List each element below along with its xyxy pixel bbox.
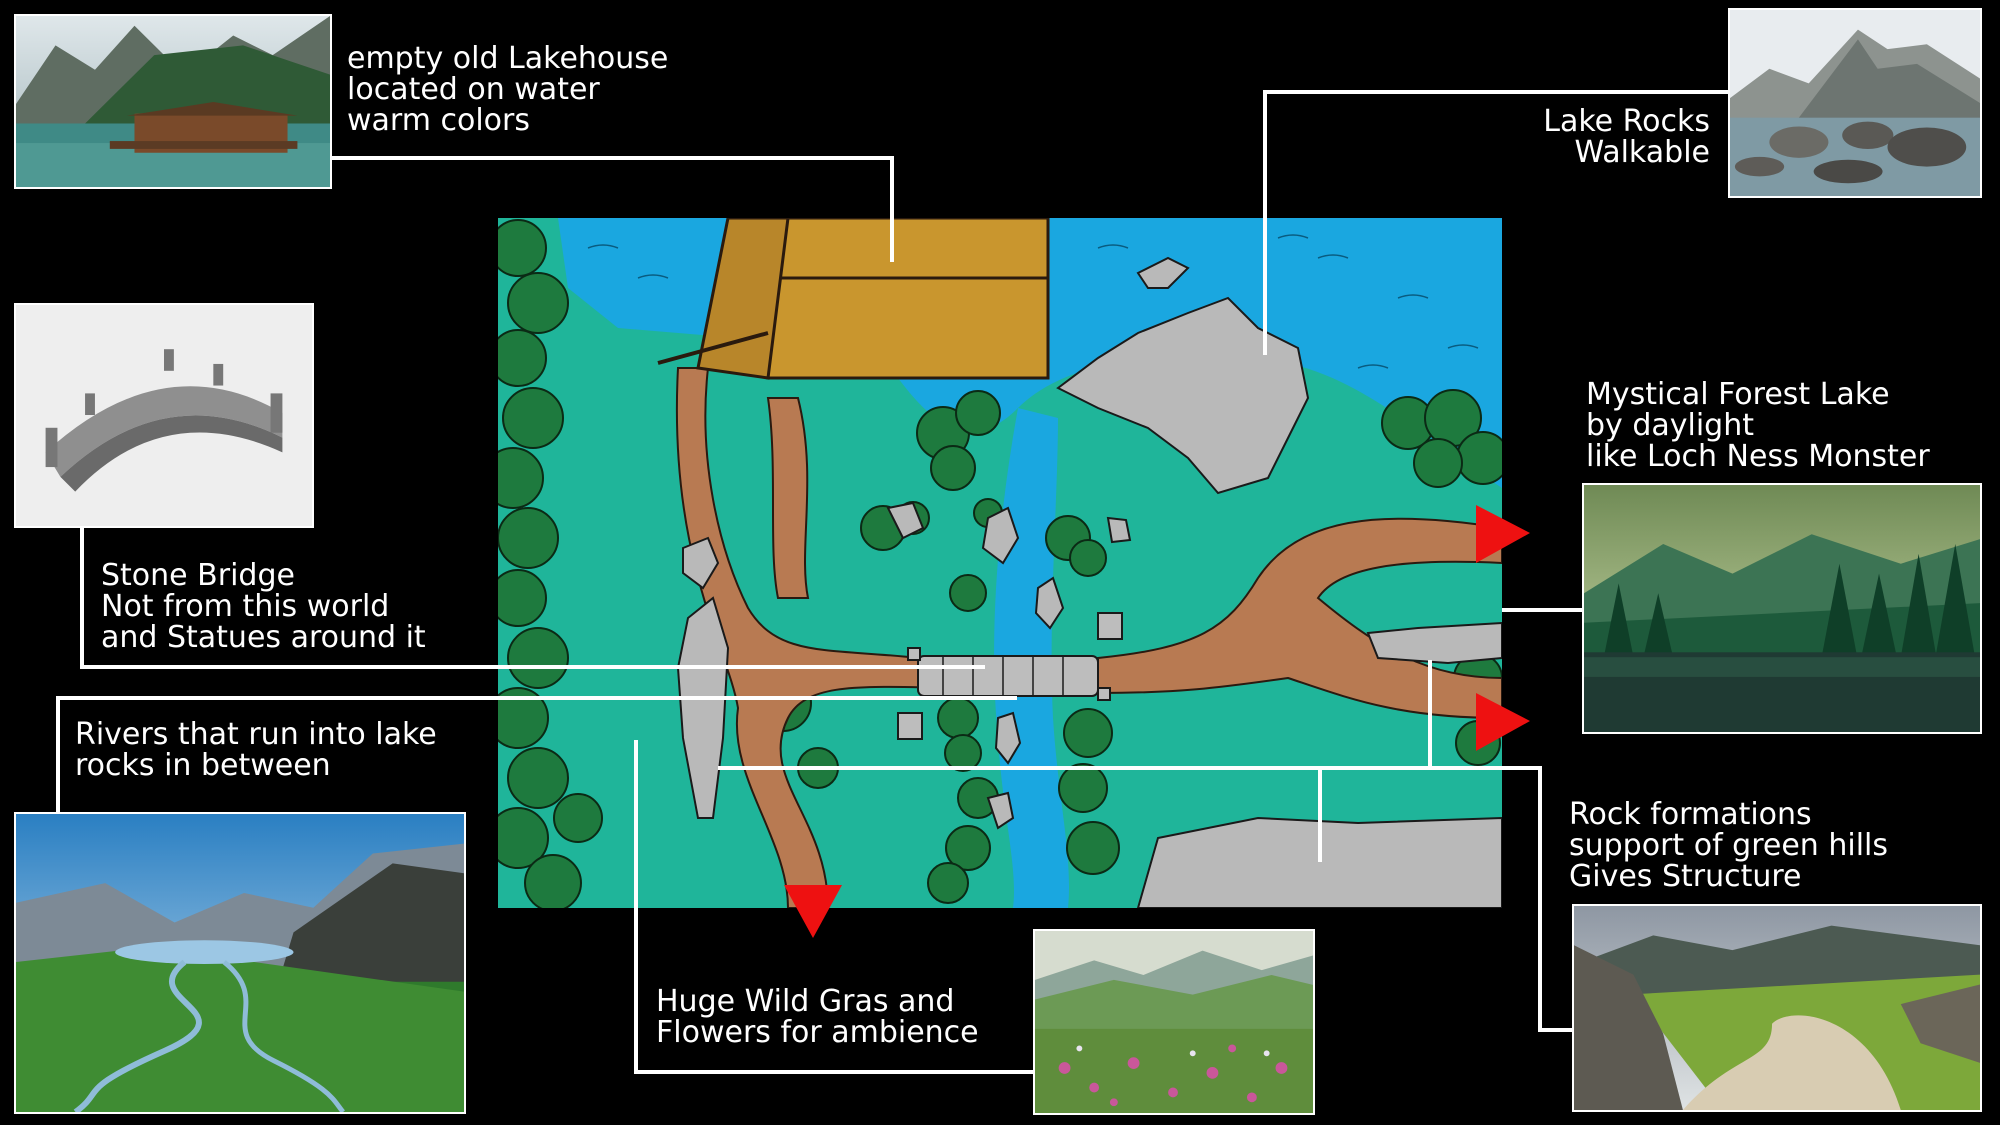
stone-bridge-photo xyxy=(14,303,314,528)
stone-bridge-annotation: Stone Bridge Not from this world and Sta… xyxy=(101,560,426,653)
wild-grass-annotation: Huge Wild Gras and Flowers for ambience xyxy=(656,986,979,1048)
lakehouse-roof xyxy=(766,216,1050,380)
rivers-annotation: Rivers that run into lake rocks in betwe… xyxy=(75,719,437,781)
annotation-line: Mystical Forest Lake xyxy=(1586,377,1890,412)
annotation-line: Gives Structure xyxy=(1569,859,1802,894)
wild-grass-photo xyxy=(1033,929,1315,1115)
stone-bridge xyxy=(917,655,1099,697)
lake-rock-cluster xyxy=(1056,256,1310,495)
rock-formation-south xyxy=(1136,816,1503,909)
annotation-line: Huge Wild Gras and xyxy=(656,984,955,1019)
annotation-line: empty old Lakehouse xyxy=(347,41,669,76)
rock-formations-annotation: Rock formations support of green hills G… xyxy=(1569,799,1888,892)
annotation-line: Lake Rocks xyxy=(1543,104,1710,139)
annotation-line: Not from this world xyxy=(101,589,390,624)
dirt-path-east xyxy=(1097,517,1503,720)
lake-rocks-photo xyxy=(1728,8,1982,198)
annotation-line: Flowers for ambience xyxy=(656,1015,979,1050)
level-map-sketch xyxy=(482,216,1510,912)
lake-rocks-annotation: Lake Rocks Walkable xyxy=(1543,106,1710,168)
annotation-line: Rock formations xyxy=(1569,797,1812,832)
annotation-line: like Loch Ness Monster xyxy=(1586,439,1930,474)
annotation-line: Rivers that run into lake xyxy=(75,717,437,752)
annotation-line: rocks in between xyxy=(75,748,331,783)
annotation-line: located on water xyxy=(347,72,600,107)
lakehouse-photo xyxy=(14,14,332,189)
annotation-line: by daylight xyxy=(1586,408,1755,443)
river-valley-photo xyxy=(14,812,466,1114)
forest-lake-annotation: Mystical Forest Lake by daylight like Lo… xyxy=(1586,379,1930,472)
annotation-line: Stone Bridge xyxy=(101,558,295,593)
annotation-line: and Statues around it xyxy=(101,620,426,655)
lakehouse-annotation: empty old Lakehouse located on water war… xyxy=(347,43,668,136)
annotation-line: warm colors xyxy=(347,103,530,138)
rock-formation-photo xyxy=(1572,904,1982,1112)
annotation-line: Walkable xyxy=(1574,135,1710,170)
forest-lake-photo xyxy=(1582,483,1982,734)
annotation-line: support of green hills xyxy=(1569,828,1888,863)
